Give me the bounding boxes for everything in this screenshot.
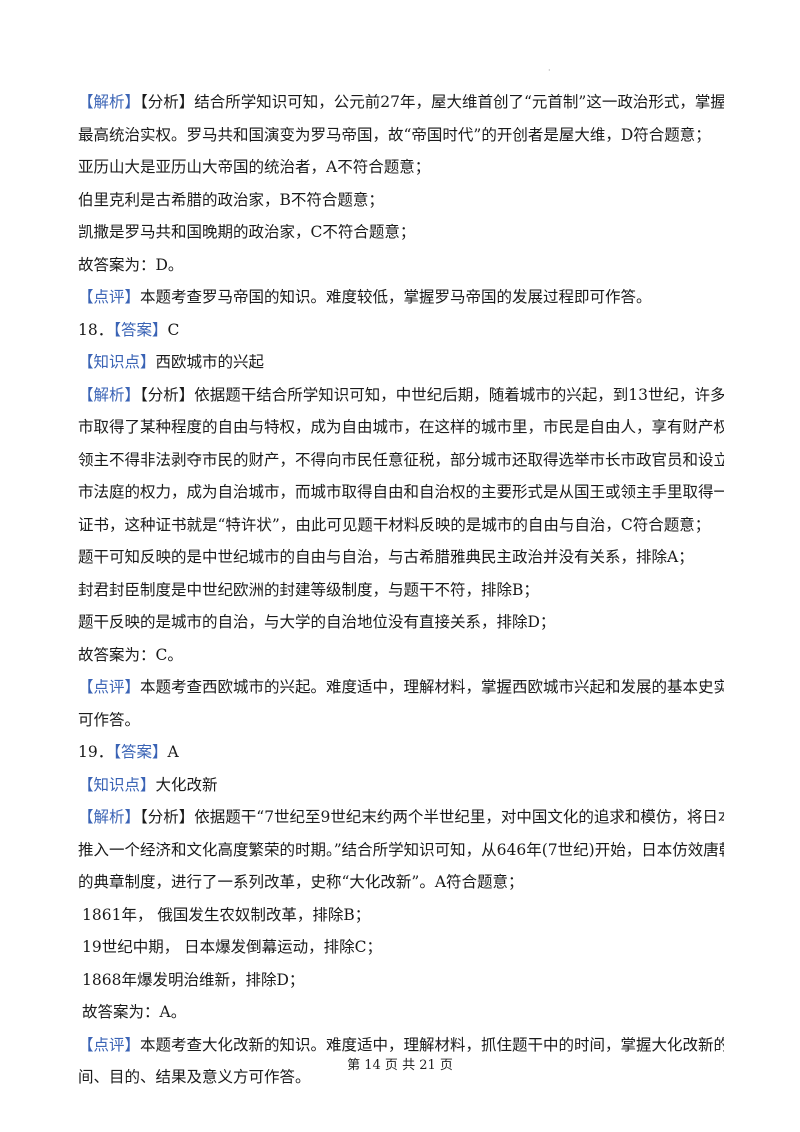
text-line: 封君封臣制度是中世纪欧洲的封建等级制度，与题干不符，排除B；: [78, 574, 724, 607]
text-line: 的典章制度，进行了一系列改革，史称“大化改新”。A符合题意；: [78, 866, 724, 899]
page-mark: ·: [548, 66, 551, 75]
line-text: 封君封臣制度是中世纪欧洲的封建等级制度，与题干不符，排除B；: [78, 580, 539, 599]
question-number: 19．: [78, 743, 114, 761]
text-line: 【点评】本题考查罗马帝国的知识。难度较低，掌握罗马帝国的发展过程即可作答。: [78, 281, 724, 314]
line-text: 推入一个经济和文化高度繁荣的时期。”结合所学知识可知，从646年(7世纪)开始，…: [78, 840, 724, 859]
page-footer: 第 14 页 共 21 页: [347, 1058, 453, 1073]
text-line: 1861年， 俄国发生农奴制改革，排除B；: [78, 899, 724, 932]
text-line: 19．【答案】A: [78, 736, 724, 769]
line-text: 可作答。: [78, 710, 141, 729]
text-line: 证书，这种证书就是“特许状”，由此可见题干材料反映的是城市的自由与自治，C符合题…: [78, 509, 724, 542]
line-text: 1861年， 俄国发生农奴制改革，排除B；: [82, 905, 371, 924]
answer-tag: 【答案】: [113, 743, 168, 761]
section-tag: 【解析】: [78, 93, 141, 111]
line-text: A: [167, 743, 179, 761]
text-line: 故答案为：D。: [78, 249, 724, 282]
text-line: 推入一个经济和文化高度繁荣的时期。”结合所学知识可知，从646年(7世纪)开始，…: [78, 834, 724, 867]
text-line: 故答案为：A。: [78, 996, 724, 1029]
line-text: C: [167, 320, 180, 339]
line-text: 19世纪中期， 日本爆发倒幕运动，排除C；: [82, 938, 383, 956]
text-line: 【知识点】大化改新: [78, 769, 724, 802]
answer-tag: 【答案】: [113, 320, 168, 339]
section-tag: 【解析】: [78, 808, 141, 826]
text-line: 最高统治实权。罗马共和国演变为罗马帝国，故“帝国时代”的开创者是屋大维，D符合题…: [78, 119, 724, 152]
line-text: 市取得了某种程度的自由与特权，成为自由城市，在这样的城市里，市民是自由人，享有财…: [78, 418, 724, 436]
line-text: 领主不得非法剥夺市民的财产，不得向市民任意征税，部分城市还取得选举市长市政官员和…: [78, 450, 724, 469]
line-text: 凯撒是罗马共和国晚期的政治家，C不符合题意；: [78, 223, 416, 241]
text-line: 题干可知反映的是中世纪城市的自由与自治，与古希腊雅典民主政治并没有关系，排除A；: [78, 541, 724, 574]
text-line: 市法庭的权力，成为自治城市，而城市取得自由和自治权的主要形式是从国王或领主手里取…: [78, 476, 724, 509]
text-line: 18．【答案】C: [78, 314, 724, 347]
section-tag: 【知识点】: [78, 775, 156, 794]
line-text: 1868年爆发明治维新，排除D；: [82, 970, 305, 989]
line-text: 故答案为：C。: [78, 645, 183, 664]
section-tag: 【点评】: [78, 1035, 141, 1054]
line-text: 【分析】依据题干“7世纪至9世纪末约两个半世纪里，对中国文化的追求和模仿，将日本: [140, 808, 724, 826]
text-line: 【知识点】西欧城市的兴起: [78, 346, 724, 379]
line-text: 题干可知反映的是中世纪城市的自由与自治，与古希腊雅典民主政治并没有关系，排除A；: [78, 548, 694, 566]
text-line: 可作答。: [78, 704, 724, 737]
line-text: 【分析】结合所学知识可知，公元前27年，屋大维首创了“元首制”这一政治形式，掌握…: [140, 93, 724, 111]
section-tag: 【点评】: [78, 288, 141, 306]
line-text: 大化改新: [155, 775, 218, 794]
line-text: 本题考查大化改新的知识。难度适中，理解材料，抓住题干中的时间，掌握大化改新的时: [140, 1035, 724, 1054]
text-line: 【解析】【分析】依据题干结合所学知识可知，中世纪后期，随着城市的兴起，到13世纪…: [78, 379, 724, 412]
text-line: 【点评】本题考查西欧城市的兴起。难度适中，理解材料，掌握西欧城市兴起和发展的基本…: [78, 671, 724, 704]
text-line: 1868年爆发明治维新，排除D；: [78, 964, 724, 997]
line-text: 西欧城市的兴起: [155, 353, 265, 371]
line-text: 最高统治实权。罗马共和国演变为罗马帝国，故“帝国时代”的开创者是屋大维，D符合题…: [78, 125, 711, 144]
text-line: 亚历山大是亚历山大帝国的统治者，A不符合题意；: [78, 151, 724, 184]
text-line: 市取得了某种程度的自由与特权，成为自由城市，在这样的城市里，市民是自由人，享有财…: [78, 411, 724, 444]
text-line: 间、目的、结果及意义方可作答。: [78, 1061, 724, 1094]
answer-content: 【解析】【分析】结合所学知识可知，公元前27年，屋大维首创了“元首制”这一政治形…: [78, 86, 724, 1094]
text-line: 领主不得非法剥夺市民的财产，不得向市民任意征税，部分城市还取得选举市长市政官员和…: [78, 444, 724, 477]
section-tag: 【解析】: [78, 385, 141, 404]
text-line: 伯里克利是古希腊的政治家，B不符合题意；: [78, 184, 724, 217]
line-text: 本题考查罗马帝国的知识。难度较低，掌握罗马帝国的发展过程即可作答。: [140, 288, 652, 306]
line-text: 故答案为：A。: [82, 1003, 187, 1021]
line-text: 【分析】依据题干结合所学知识可知，中世纪后期，随着城市的兴起，到13世纪，许多城: [140, 385, 724, 404]
text-line: 故答案为：C。: [78, 639, 724, 672]
text-line: 19世纪中期， 日本爆发倒幕运动，排除C；: [78, 931, 724, 964]
line-text: 故答案为：D。: [78, 255, 184, 274]
line-text: 本题考查西欧城市的兴起。难度适中，理解材料，掌握西欧城市兴起和发展的基本史实即: [140, 678, 724, 696]
line-text: 间、目的、结果及意义方可作答。: [78, 1068, 311, 1086]
line-text: 的典章制度，进行了一系列改革，史称“大化改新”。A符合题意；: [78, 873, 524, 891]
text-line: 题干反映的是城市的自治，与大学的自治地位没有直接关系，排除D；: [78, 606, 724, 639]
line-text: 证书，这种证书就是“特许状”，由此可见题干材料反映的是城市的自由与自治，C符合题…: [78, 515, 711, 534]
text-line: 【点评】本题考查大化改新的知识。难度适中，理解材料，抓住题干中的时间，掌握大化改…: [78, 1029, 724, 1062]
section-tag: 【知识点】: [78, 353, 156, 371]
section-tag: 【点评】: [78, 678, 141, 696]
question-number: 18．: [78, 320, 114, 339]
line-text: 亚历山大是亚历山大帝国的统治者，A不符合题意；: [78, 158, 431, 176]
text-line: 【解析】【分析】依据题干“7世纪至9世纪末约两个半世纪里，对中国文化的追求和模仿…: [78, 801, 724, 834]
line-text: 伯里克利是古希腊的政治家，B不符合题意；: [78, 190, 384, 209]
line-text: 市法庭的权力，成为自治城市，而城市取得自由和自治权的主要形式是从国王或领主手里取…: [78, 483, 724, 501]
text-line: 凯撒是罗马共和国晚期的政治家，C不符合题意；: [78, 216, 724, 249]
line-text: 题干反映的是城市的自治，与大学的自治地位没有直接关系，排除D；: [78, 613, 556, 631]
text-line: 【解析】【分析】结合所学知识可知，公元前27年，屋大维首创了“元首制”这一政治形…: [78, 86, 724, 119]
